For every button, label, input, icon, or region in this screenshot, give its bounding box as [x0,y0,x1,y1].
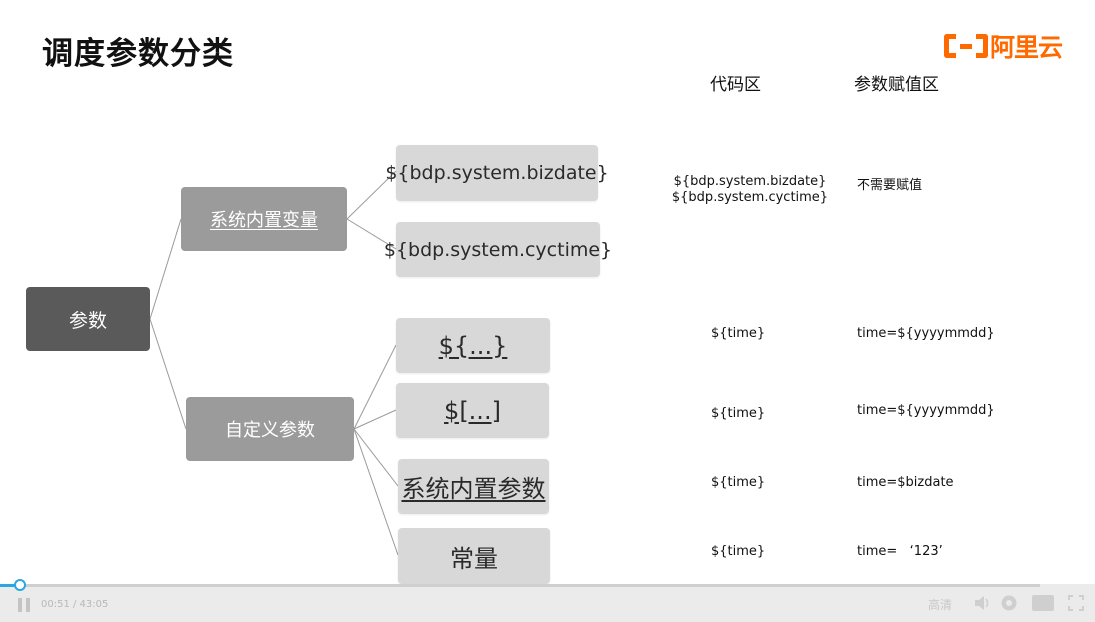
fullscreen-icon[interactable] [1068,595,1084,611]
builtin-param-label: 系统内置参数 [401,475,546,503]
code-row-2: ${time} [711,326,766,341]
connector-lines [149,170,399,556]
connector-custom-bracket [353,409,397,430]
root-node: 参数 [26,287,150,351]
assign-row-3: time=${yyyymmdd} [857,403,995,418]
code-row-1-line-1: ${bdp.system.bizdate} [673,174,827,189]
connector-root-custom [149,318,187,430]
brace-param-label: ${...} [438,331,508,360]
assign-row-1: 不需要赋值 [857,178,923,193]
bizdate-node: ${bdp.system.bizdate} [385,145,609,201]
quality-button[interactable]: 高清 [928,598,953,612]
constant-node: 常量 [398,528,550,584]
video-player-bar: 00:51 / 43:05 高清 [0,579,1095,622]
connector-custom-brace [353,344,397,430]
code-column-header: 代码区 [710,75,761,95]
cyctime-node: ${bdp.system.cyctime} [384,222,612,277]
connector-custom-builtin [353,428,399,487]
bracket-param-label: $[...] [444,396,501,425]
bizdate-label: ${bdp.system.bizdate} [385,162,609,184]
assign-column-header: 参数赋值区 [854,75,939,95]
code-row-1: ${bdp.system.bizdate} ${bdp.system.cycti… [670,174,830,206]
brace-param-node: ${...} [396,318,550,373]
code-row-4: ${time} [711,475,766,490]
custom-param-node: 自定义参数 [186,397,354,461]
progress-track[interactable] [0,579,1040,591]
slide-title: 调度参数分类 [42,36,234,72]
progress-played [0,584,21,587]
pause-icon[interactable] [17,598,31,612]
bracket-param-node: $[...] [396,383,549,438]
connector-builtin-bizdate [346,170,397,220]
aliyun-logo-icon [944,32,988,60]
builtin-param-node: 系统内置参数 [398,459,549,514]
assign-row-4: time=$bizdate [857,475,954,490]
assign-row-5: time= ‘123’ [857,544,943,559]
code-row-3: ${time} [711,406,766,421]
progress-handle[interactable] [14,579,26,591]
code-row-5: ${time} [711,544,766,559]
code-row-1-line-2: ${bdp.system.cyctime} [671,190,829,205]
caption-icon[interactable] [1032,595,1054,611]
logo-text: 阿里云 [990,33,1063,62]
custom-param-label: 自定义参数 [225,420,315,441]
root-node-label: 参数 [68,309,107,332]
connector-root-builtin [149,218,182,320]
connector-builtin-cyctime [346,218,397,250]
aliyun-logo: 阿里云 [944,30,1063,62]
volume-icon[interactable] [973,595,991,611]
playback-time: 00:51 / 43:05 [41,599,109,610]
settings-icon[interactable] [1000,594,1018,612]
builtin-variable-label: 系统内置变量 [210,210,318,231]
constant-label: 常量 [450,544,498,573]
cyctime-label: ${bdp.system.cyctime} [383,238,613,261]
connector-custom-constant [353,428,399,556]
assign-row-2: time=${yyyymmdd} [857,326,995,341]
builtin-variable-node: 系统内置变量 [181,187,347,251]
